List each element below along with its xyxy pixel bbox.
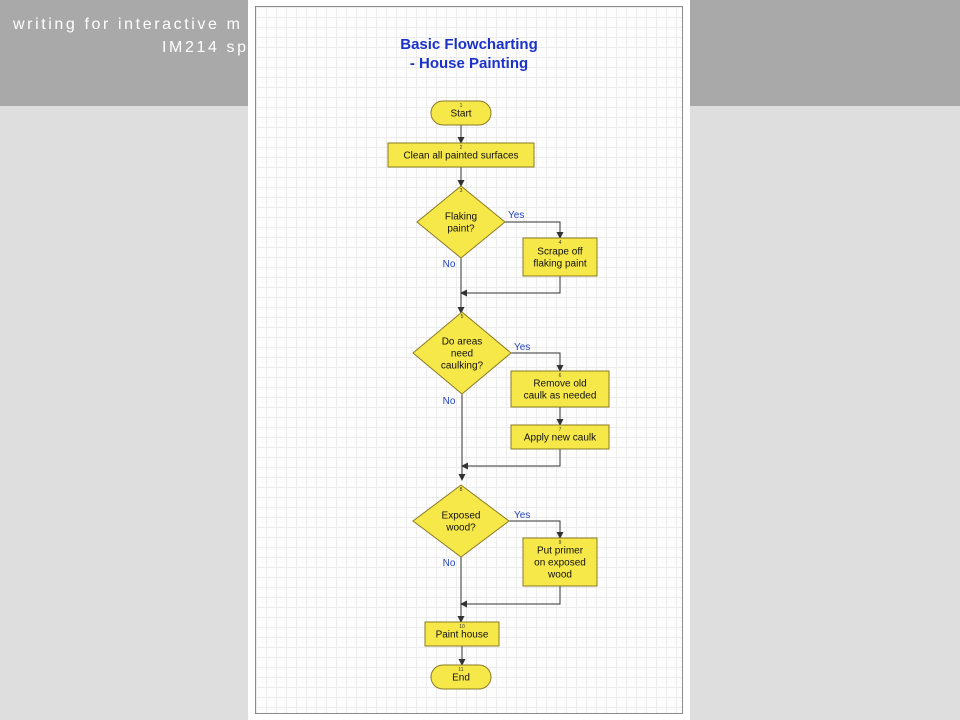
node-shape-flaking: [416, 185, 506, 259]
node-label-exposed-1: wood?: [445, 523, 476, 534]
node-label-exposed-0: Exposed: [442, 511, 481, 522]
node-label-apply-caulk-0: Apply new caulk: [524, 433, 597, 444]
flowchart-connectors: [457, 125, 564, 666]
node-label-end-0: End: [452, 673, 470, 684]
node-shape-exposed: [412, 484, 510, 558]
node-shape-remove-caulk: [510, 370, 610, 408]
connector-primer-return: [460, 586, 561, 608]
connector-flaking-yes: [505, 221, 564, 239]
edge-label-flaking-yes: Yes: [508, 210, 524, 221]
node-label-remove-caulk-1: caulk as needed: [524, 391, 597, 402]
node-number-exposed: 8: [460, 487, 463, 493]
node-label-primer-0: Put primer: [537, 546, 584, 557]
node-label-scrape-1: flaking paint: [533, 259, 587, 270]
node-number-primer: 9: [559, 540, 562, 546]
node-shape-end: [430, 664, 492, 690]
node-label-paint-0: Paint house: [436, 630, 489, 641]
node-label-primer-2: wood: [547, 570, 572, 581]
node-label-start-0: Start: [450, 109, 471, 120]
flowchart-title-line-1: Basic Flowcharting: [400, 36, 538, 53]
node-label-clean-0: Clean all painted surfaces: [403, 151, 518, 162]
node-label-primer-1: on exposed: [534, 558, 586, 569]
connector-exposed-yes: [509, 520, 564, 539]
node-number-start: 1: [460, 103, 463, 109]
connector-apply-return: [461, 449, 561, 470]
node-label-caulking-1: need: [451, 349, 473, 360]
edge-label-caulking-yes: Yes: [514, 342, 530, 353]
connector-caulking-yes: [511, 352, 564, 372]
node-label-caulking-2: caulking?: [441, 361, 484, 372]
node-shape-paint: [424, 621, 500, 647]
node-shape-scrape: [522, 237, 598, 277]
node-number-flaking: 3: [460, 188, 463, 194]
slide-title-line-2: IM214 sp: [162, 39, 249, 56]
edge-label-flaking-no: No: [443, 259, 456, 270]
edge-label-exposed-no: No: [443, 558, 456, 569]
node-label-flaking-0: Flaking: [445, 212, 477, 223]
node-label-flaking-1: paint?: [447, 224, 475, 235]
node-shape-start: [430, 100, 492, 126]
node-number-scrape: 4: [559, 240, 562, 246]
slide-title-line-1: writing for interactive m: [13, 16, 243, 33]
node-shape-caulking: [412, 311, 512, 395]
edge-label-exposed-yes: Yes: [514, 510, 530, 521]
node-number-clean: 2: [460, 145, 463, 151]
node-number-apply-caulk: 7: [559, 427, 562, 433]
node-shape-clean: [387, 142, 535, 168]
flowchart-title-line-2: - House Painting: [409, 55, 529, 72]
node-label-remove-caulk-0: Remove old: [533, 379, 586, 390]
node-number-caulking: 5: [461, 314, 464, 320]
node-label-scrape-0: Scrape off: [537, 247, 583, 258]
node-shape-primer: [522, 537, 598, 587]
node-shape-apply-caulk: [510, 424, 610, 450]
node-number-end: 11: [458, 667, 463, 673]
connector-scrape-return: [460, 276, 561, 297]
node-number-paint: 10: [459, 624, 465, 630]
node-label-caulking-0: Do areas: [442, 337, 483, 348]
node-number-remove-caulk: 6: [559, 373, 562, 379]
edge-label-caulking-no: No: [443, 396, 456, 407]
